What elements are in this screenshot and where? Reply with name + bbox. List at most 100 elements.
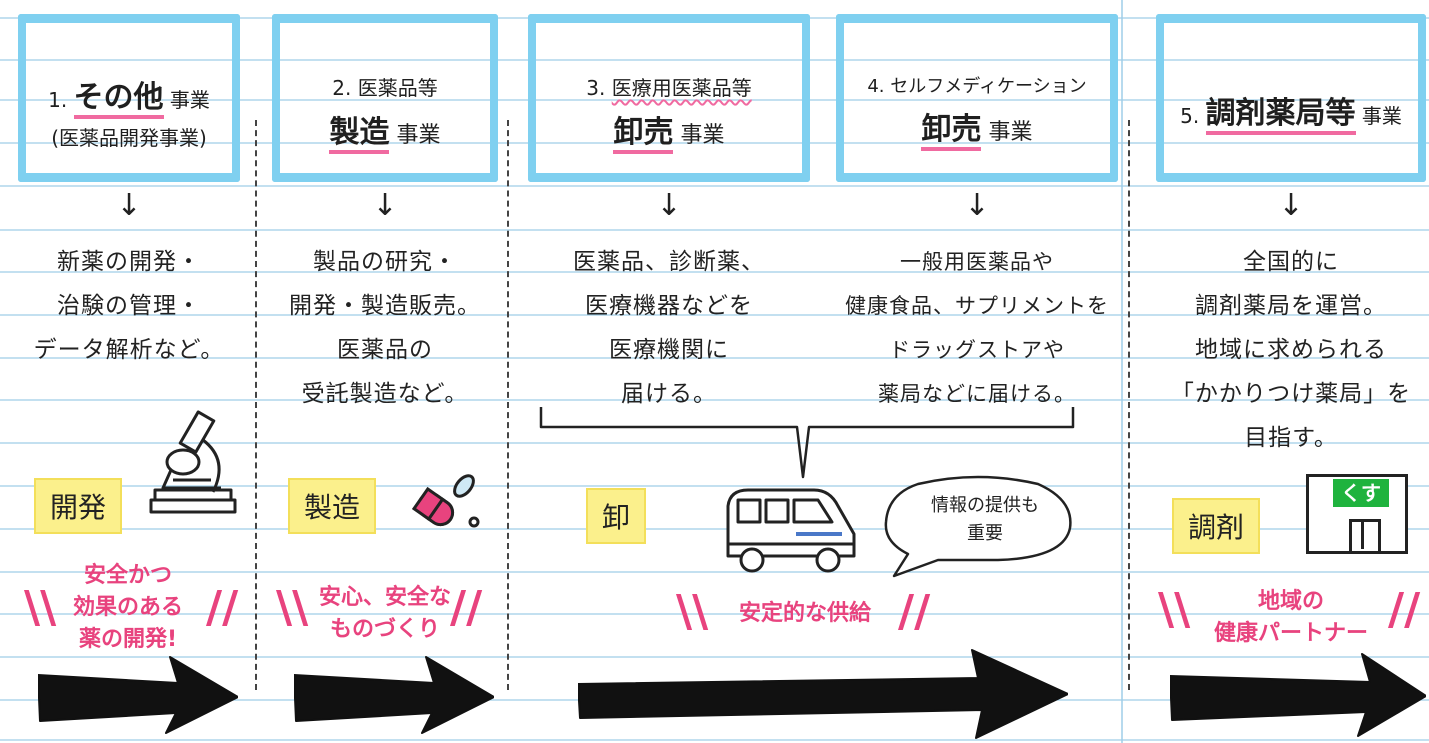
description-line: ドラッグストアや <box>889 338 1065 362</box>
down-arrow-icon: ↓ <box>656 188 682 223</box>
description-line: 医療機関に <box>609 337 729 363</box>
title-suffix: 事業 <box>1361 104 1402 128</box>
title-frame <box>528 14 810 182</box>
column-medical-wholesale: 3. 医療用医薬品等 卸売 事業 ↓ 医薬品、診断薬、 医療機器などを 医療機関… <box>528 0 810 743</box>
column-number: 2. <box>332 76 352 100</box>
description-line: 薬局などに届ける。 <box>878 382 1076 406</box>
left-slash-mark: \\ <box>24 582 57 633</box>
category-tag: 製造 <box>288 478 377 534</box>
description-line: 医薬品の <box>337 337 433 363</box>
description-line: 調剤薬局を運営。 <box>1195 293 1387 319</box>
shared-slogan: 安定的な供給 <box>738 601 871 626</box>
title-subtitle: (医薬品開発事業) <box>51 126 207 150</box>
slogan-line: 効果のある <box>72 595 183 620</box>
column-separator <box>255 120 257 690</box>
right-slash-mark: // <box>206 582 239 633</box>
bubble-line: 重要 <box>967 523 1003 544</box>
left-slash-mark: \\ <box>1158 584 1191 635</box>
title-keyword: 調剤薬局等 <box>1205 96 1356 135</box>
column-number: 4. <box>867 76 885 97</box>
column-other-business: 1. その他 事業 (医薬品開発事業) ↓ 新薬の開発・ 治験の管理・ データ解… <box>18 0 240 743</box>
title-keyword: その他 <box>73 80 164 119</box>
description-line: 全国的に <box>1243 249 1339 275</box>
column-manufacturing: 2. 医薬品等 製造 事業 ↓ 製品の研究・ 開発・製造販売。 医薬品の 受託製… <box>272 0 498 743</box>
column-separator <box>507 120 509 690</box>
column-description: 全国的に 調剤薬局を運営。 地域に求められる 「かかりつけ薬局」を 目指す。 <box>1156 240 1426 460</box>
bracket-shape <box>539 407 1075 479</box>
column-title: 2. 医薬品等 製造 事業 <box>272 72 498 154</box>
column-number: 5. <box>1180 104 1200 128</box>
title-line1: セルフメディケーション <box>890 76 1087 97</box>
slogan-line: 安心、安全な <box>318 585 451 610</box>
column-title: 4. セルフメディケーション 卸売 事業 <box>836 72 1118 151</box>
title-keyword: 製造 <box>329 115 390 154</box>
description-line: 目指す。 <box>1244 425 1338 451</box>
slogan-line: ものづくり <box>329 617 440 642</box>
title-frame <box>18 14 240 182</box>
down-arrow-icon: ↓ <box>964 188 990 223</box>
right-arrow-icon <box>1170 653 1426 737</box>
slogan-line: 健康パートナー <box>1213 621 1368 646</box>
slogan: 地域の 健康パートナー <box>1196 586 1386 650</box>
description-line: 新薬の開発・ <box>57 249 201 275</box>
description-line: 開発・製造販売。 <box>289 293 481 319</box>
description-line: 一般用医薬品や <box>900 250 1054 274</box>
column-title: 3. 医療用医薬品等 卸売 事業 <box>528 72 810 154</box>
right-slash-mark: // <box>1388 584 1421 635</box>
column-description: 新薬の開発・ 治験の管理・ データ解析など。 <box>18 240 240 372</box>
category-tag: 調剤 <box>1172 498 1261 554</box>
category-tag: 開発 <box>34 478 123 534</box>
store-sign: くすり <box>1333 479 1389 533</box>
slogan: 安全かつ 効果のある 薬の開発! <box>58 560 198 656</box>
description-line: 治験の管理・ <box>57 293 201 319</box>
right-slash-mark: // <box>898 586 931 637</box>
slogan-line: 安全かつ <box>83 563 172 588</box>
slogan: 安心、安全な ものづくり <box>302 582 468 646</box>
column-description: 一般用医薬品や 健康食品、サプリメントを ドラッグストアや 薬局などに届ける。 <box>836 240 1118 416</box>
column-dispensing-pharmacy: 5. 調剤薬局等 事業 ↓ 全国的に 調剤薬局を運営。 地域に求められる 「かか… <box>1156 0 1426 743</box>
bubble-line: 情報の提供も <box>931 495 1039 516</box>
pharmacy-storefront-icon: くすり <box>1306 474 1408 554</box>
column-separator <box>1128 120 1130 690</box>
title-frame <box>1156 14 1426 182</box>
right-arrow-icon <box>294 656 494 734</box>
right-arrow-icon <box>38 656 238 734</box>
title-suffix: 事業 <box>680 123 725 148</box>
category-tag: 卸 <box>586 488 647 544</box>
slogan-line: 薬の開発! <box>78 627 178 652</box>
description-line: 製品の研究・ <box>313 249 457 275</box>
bubble-text: 情報の提供も 重要 <box>902 492 1068 548</box>
title-suffix: 事業 <box>396 123 441 148</box>
title-suffix: 事業 <box>169 88 210 112</box>
title-keyword: 卸売 <box>613 115 674 154</box>
left-slash-mark: \\ <box>276 582 309 633</box>
column-number: 1. <box>48 88 68 112</box>
title-line1: 医療用医薬品等 <box>611 76 752 100</box>
column-selfmedication-wholesale: 4. セルフメディケーション 卸売 事業 ↓ 一般用医薬品や 健康食品、サプリメ… <box>836 0 1118 743</box>
description-line: データ解析など。 <box>33 337 225 363</box>
title-frame <box>272 14 498 182</box>
speech-bubble <box>884 475 1072 578</box>
description-line: 受託製造など。 <box>301 381 469 407</box>
right-arrow-icon <box>578 649 1068 739</box>
description-line: 医療機器などを <box>585 293 753 319</box>
slogan-line: 地域の <box>1257 589 1324 614</box>
microscope-icon <box>149 410 237 514</box>
description-line: 健康食品、サプリメントを <box>845 294 1109 318</box>
delivery-van-icon <box>726 488 856 573</box>
description-line: 地域に求められる <box>1195 337 1387 363</box>
column-title: 5. 調剤薬局等 事業 <box>1156 88 1426 135</box>
left-slash-mark: \\ <box>676 586 709 637</box>
title-suffix: 事業 <box>988 120 1033 145</box>
description-line: 届ける。 <box>621 381 717 407</box>
pill-capsule-icon <box>412 474 480 528</box>
column-description: 医薬品、診断薬、 医療機器などを 医療機関に 届ける。 <box>528 240 810 416</box>
title-line1: 医薬品等 <box>357 76 438 100</box>
title-frame <box>836 14 1118 182</box>
description-line: 医薬品、診断薬、 <box>573 249 765 275</box>
column-title: 1. その他 事業 (医薬品開発事業) <box>18 72 240 151</box>
title-keyword: 卸売 <box>921 112 982 151</box>
description-line: 「かかりつけ薬局」を <box>1170 381 1412 407</box>
column-number: 3. <box>586 76 606 100</box>
right-slash-mark: // <box>450 582 483 633</box>
